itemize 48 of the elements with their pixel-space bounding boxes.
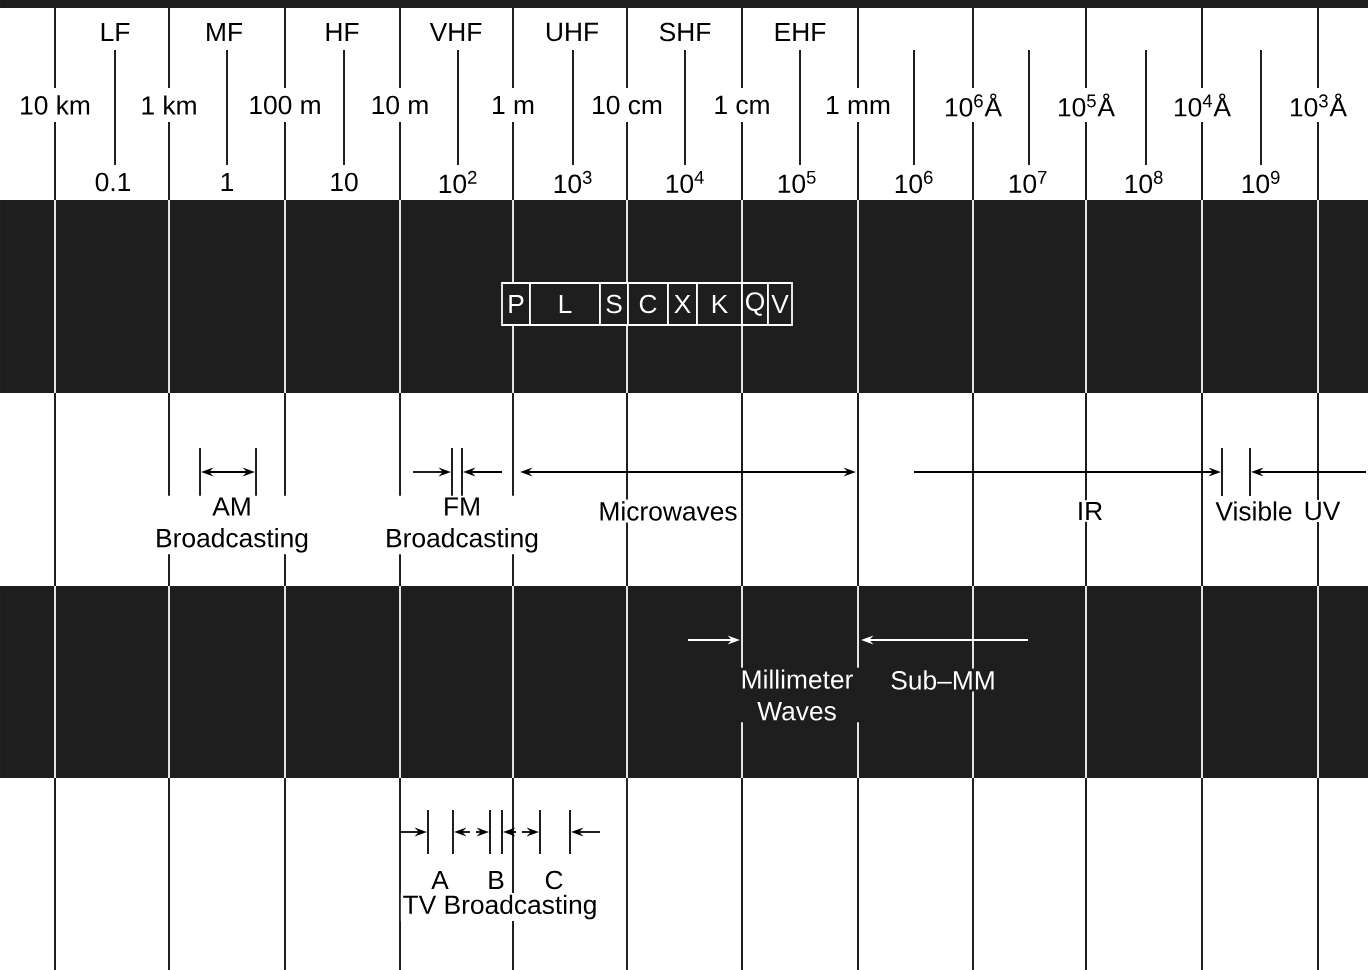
frequency-label: 10$^{7}$: [1006, 169, 1050, 195]
wavelength-label: 1 km: [138, 93, 200, 117]
radar-band-box: X: [667, 282, 698, 326]
channel-label: A: [429, 869, 451, 891]
range-label: FM Broadcasting: [370, 495, 554, 555]
band-name: EHF: [771, 21, 829, 43]
frequency-label: 10$^{2}$: [436, 169, 480, 195]
wavelength-label: 10$^{3}$Å: [1287, 91, 1349, 119]
wavelength-label: 10$^{6}$Å: [942, 91, 1004, 119]
range-label: Visible: [1213, 499, 1295, 523]
range-label: Microwaves: [596, 499, 740, 523]
wavelength-label: 10 cm: [589, 93, 665, 117]
radar-band-box: K: [696, 282, 743, 326]
band-name: MF: [203, 21, 245, 43]
wavelength-label: 10$^{4}$Å: [1171, 91, 1233, 119]
frequency-label: 10$^{5}$: [775, 169, 819, 195]
wavelength-label: 1 cm: [711, 94, 773, 116]
wavelength-label: 1 mm: [823, 94, 893, 116]
wavelength-label: 10$^{5}$Å: [1055, 91, 1117, 119]
band-name: SHF: [656, 20, 714, 44]
range-label: IR: [1075, 500, 1105, 522]
frequency-label: 0.1: [92, 170, 134, 194]
radar-band-box: V: [767, 282, 793, 326]
frequency-label: 10: [327, 170, 361, 194]
frequency-label: 10$^{4}$: [663, 169, 707, 195]
frequency-label: 10$^{9}$: [1239, 169, 1283, 195]
band-name: LF: [97, 21, 133, 43]
radar-band-box: C: [627, 282, 669, 326]
range-label: AM Broadcasting: [140, 495, 324, 555]
band-name: VHF: [427, 21, 485, 43]
wavelength-label: 10 km: [17, 93, 93, 117]
range-label: Millimeter Waves: [730, 667, 864, 723]
range-label: UV: [1301, 500, 1343, 522]
frequency-label: 10$^{8}$: [1122, 169, 1166, 195]
channel-label: B: [485, 869, 507, 891]
radar-band-box: Q: [741, 282, 769, 326]
range-label: TV Broadcasting: [400, 892, 600, 922]
radar-band-box: S: [599, 282, 629, 326]
frequency-label: 10$^{6}$: [892, 169, 936, 195]
frequency-label: 10$^{3}$: [551, 169, 595, 195]
frequency-label: 1: [217, 171, 237, 193]
band-name: UHF: [543, 21, 601, 43]
band-name: HF: [322, 21, 362, 43]
wavelength-label: 1 m: [489, 94, 537, 116]
radar-band-box: P: [501, 282, 531, 326]
channel-label: C: [542, 868, 566, 892]
wavelength-label: 100 m: [246, 93, 324, 117]
wavelength-label: 10 m: [368, 93, 432, 117]
